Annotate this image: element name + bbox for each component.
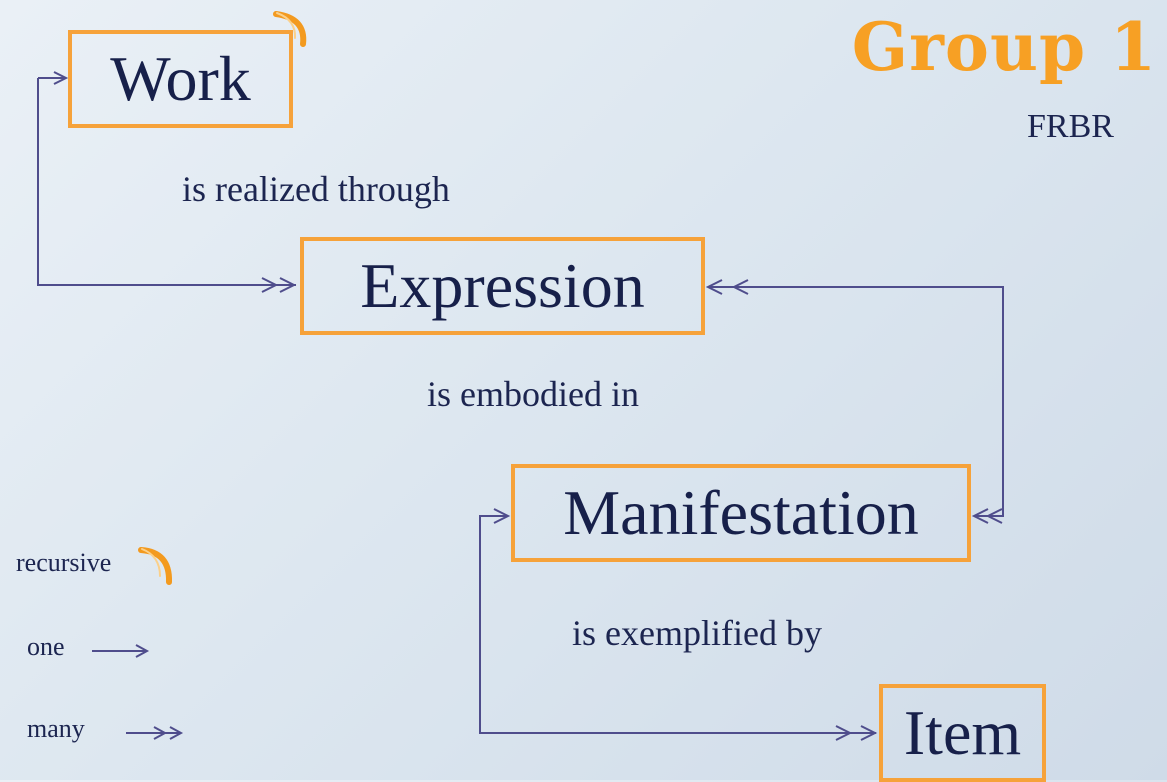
entity-item-label: Item xyxy=(903,697,1022,768)
diagram-title: Group 1 xyxy=(851,8,1157,86)
legend-many-arrow xyxy=(126,726,184,740)
relationship-label-embodied: is embodied in xyxy=(427,374,639,414)
legend-recursive-label: recursive xyxy=(16,548,112,577)
arrowhead-manifestation-left-2 xyxy=(985,508,1003,524)
legend-recursive-icon xyxy=(138,547,173,585)
relationship-label-realized: is realized through xyxy=(182,169,450,209)
arrowhead-expression-one xyxy=(279,277,297,293)
legend-one-label: one xyxy=(27,632,65,661)
arrowhead-work xyxy=(38,71,69,85)
arrowhead-expression-left-2 xyxy=(731,279,749,295)
arrowhead-expression-many xyxy=(261,277,279,293)
legend-one-arrow xyxy=(92,644,150,658)
diagram-subtitle: FRBR xyxy=(1027,108,1114,145)
arrowhead-manifestation-left-1 xyxy=(971,508,989,524)
legend-many-label: many xyxy=(27,714,85,743)
recursive-icon xyxy=(276,12,297,39)
arrowhead-item-2 xyxy=(835,725,853,741)
relationship-label-exemplified: is exemplified by xyxy=(572,613,822,653)
connector-expression-manifestation xyxy=(708,286,1004,517)
entity-manifestation-box: Manifestation xyxy=(511,464,971,562)
entity-work-box: Work xyxy=(68,30,293,128)
entity-manifestation-label: Manifestation xyxy=(563,477,919,548)
arrowhead-expression-left-1 xyxy=(705,279,723,295)
entity-work-label: Work xyxy=(110,43,251,114)
legend-recursive-icon xyxy=(141,548,161,577)
connector-manifestation-item xyxy=(479,515,876,734)
arrowhead-item-1 xyxy=(860,725,878,741)
entity-item-box: Item xyxy=(879,684,1046,782)
entity-expression-label: Expression xyxy=(360,250,645,321)
connector-work-expression xyxy=(37,78,296,286)
entity-expression-box: Expression xyxy=(300,237,705,335)
recursive-icon xyxy=(273,11,307,47)
arrowhead-manifestation-right xyxy=(493,508,511,524)
